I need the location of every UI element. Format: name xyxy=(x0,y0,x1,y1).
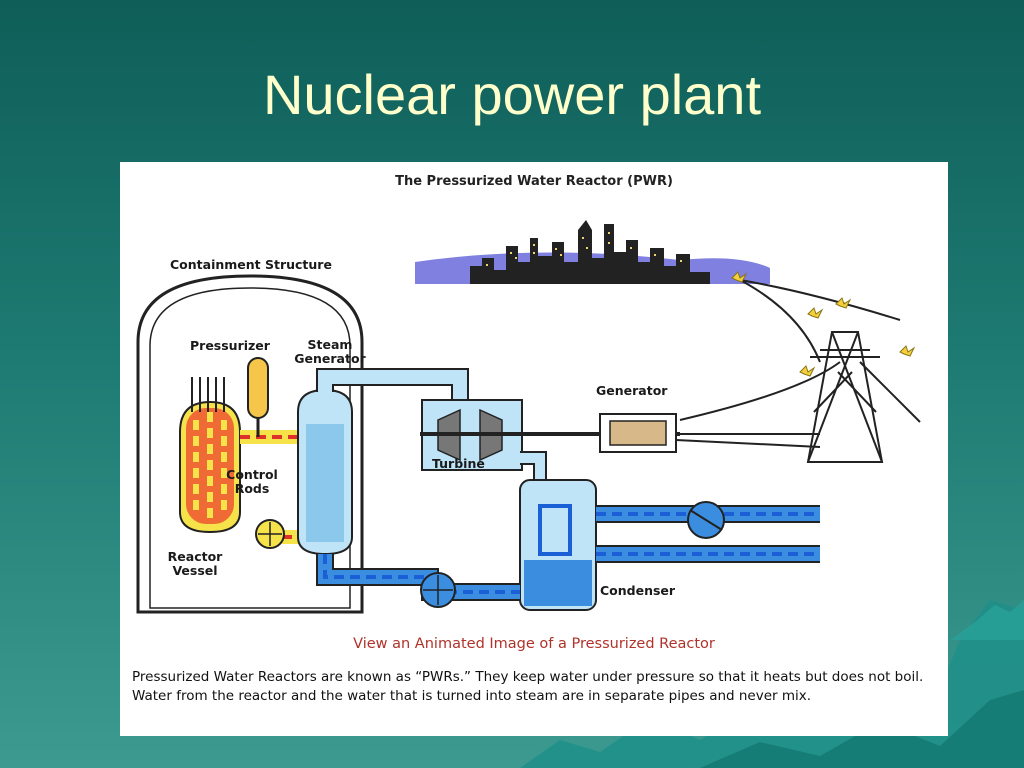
label-control-rods-line2: Rods xyxy=(234,481,270,496)
label-reactor-vessel-line1: Reactor xyxy=(167,549,223,564)
city-skyline xyxy=(415,220,770,284)
pressurizer xyxy=(247,357,269,419)
turbine xyxy=(420,399,680,484)
label-reactor-vessel-line2: Vessel xyxy=(172,563,218,578)
label-generator: Generator xyxy=(596,383,668,398)
label-reactor-vessel: Reactor Vessel xyxy=(160,550,230,578)
label-control-rods-line1: Control xyxy=(226,467,278,482)
transmission-tower xyxy=(679,279,921,463)
label-steam-generator-line2: Generator xyxy=(294,351,366,366)
generator xyxy=(599,413,821,453)
spark-icons xyxy=(731,271,916,377)
pwr-diagram-panel: The Pressurized Water Reactor (PWR) Cont… xyxy=(120,162,948,736)
animated-image-link[interactable]: View an Animated Image of a Pressurized … xyxy=(353,636,715,652)
diagram-title: The Pressurized Water Reactor (PWR) xyxy=(395,174,673,189)
condenser xyxy=(519,479,597,611)
label-turbine: Turbine xyxy=(432,456,485,471)
label-containment-structure: Containment Structure xyxy=(170,257,332,272)
secondary-loop xyxy=(316,501,820,608)
label-pressurizer: Pressurizer xyxy=(190,338,270,353)
slide-title: Nuclear power plant xyxy=(262,63,762,126)
label-steam-generator-line1: Steam xyxy=(307,337,353,352)
containment-structure xyxy=(136,274,364,614)
label-control-rods: Control Rods xyxy=(220,468,284,496)
pwr-diagram-art xyxy=(136,220,921,614)
diagram-caption: Pressurized Water Reactors are known as … xyxy=(132,669,924,704)
label-condenser: Condenser xyxy=(600,583,676,598)
label-steam-generator: Steam Generator xyxy=(288,338,372,366)
